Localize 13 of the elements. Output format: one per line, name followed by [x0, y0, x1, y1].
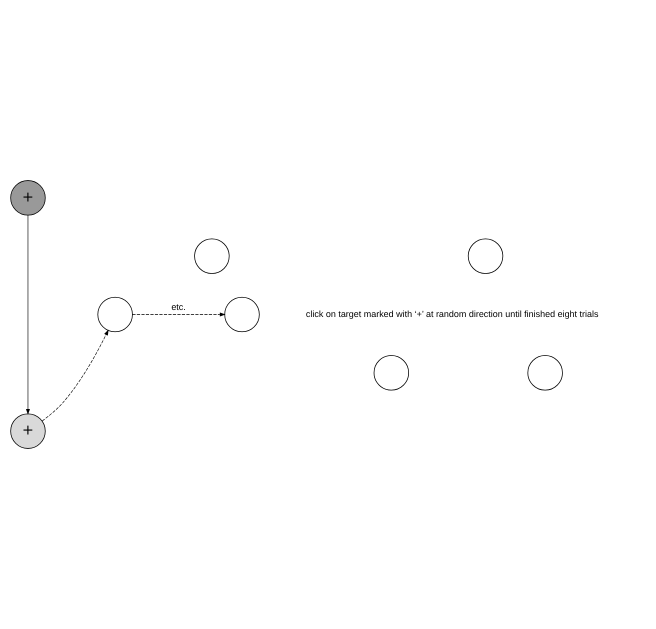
- arrow: [132, 312, 226, 317]
- label: click on target marked with ‘+’ at random direction until finished eight trials: [306, 308, 598, 319]
- arrow: [42, 330, 109, 422]
- node-circle: [97, 296, 133, 332]
- node-circle: [194, 238, 230, 274]
- node-circle: +: [10, 180, 46, 216]
- node-circle: [527, 355, 563, 390]
- node-circle: [468, 238, 504, 274]
- edge-label: etc.: [171, 302, 186, 312]
- node-circle: [224, 296, 260, 332]
- node-circle: [374, 355, 410, 390]
- node-circle: +: [10, 413, 46, 449]
- arrow: [26, 214, 30, 415]
